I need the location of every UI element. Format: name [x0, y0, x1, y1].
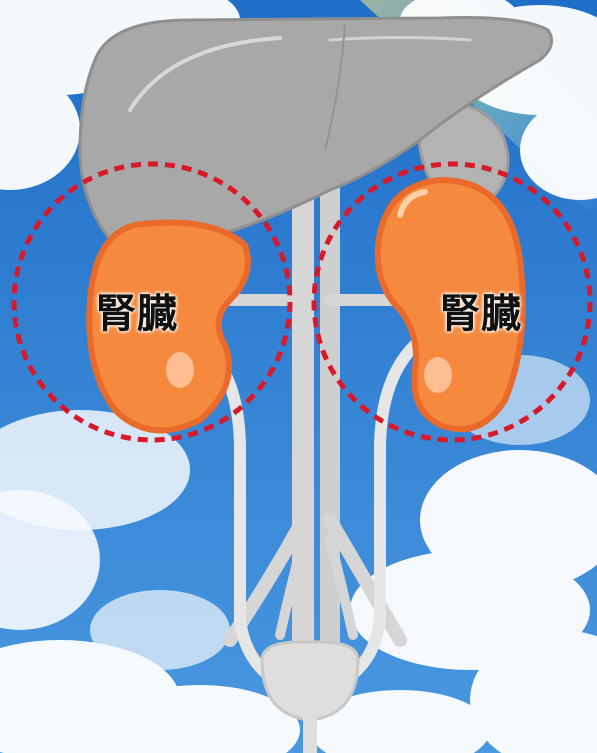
urethra [303, 715, 317, 753]
left-kidney-label: 腎臓 [96, 281, 178, 339]
right-kidney-label: 腎臓 [440, 281, 522, 339]
